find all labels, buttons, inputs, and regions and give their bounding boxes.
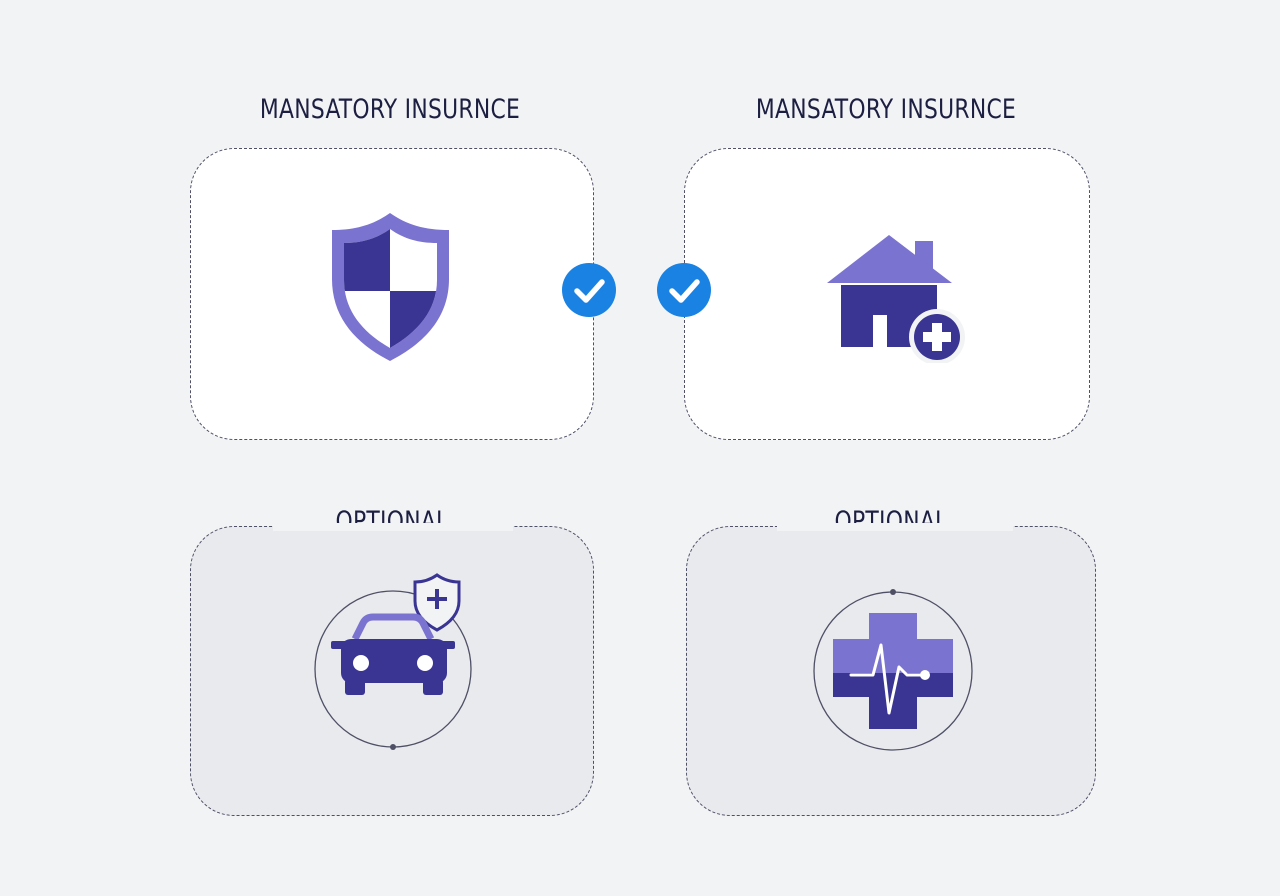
mandatory-right-title: MANSATORY INSURNCE <box>755 94 1017 125</box>
mandatory-left-title: MANSATORY INSURNCE <box>259 94 521 125</box>
optional-right-card[interactable] <box>686 523 1096 816</box>
health-cross-icon <box>813 589 973 751</box>
check-right-icon <box>657 263 711 317</box>
shield-icon <box>332 213 449 361</box>
mandatory-right-card[interactable] <box>684 148 1090 440</box>
car-insurance-icon <box>314 573 472 750</box>
home-medical-icon <box>827 235 965 363</box>
mandatory-left-card[interactable] <box>190 148 594 440</box>
check-left-icon <box>562 263 616 317</box>
optional-left-card[interactable] <box>190 523 594 816</box>
